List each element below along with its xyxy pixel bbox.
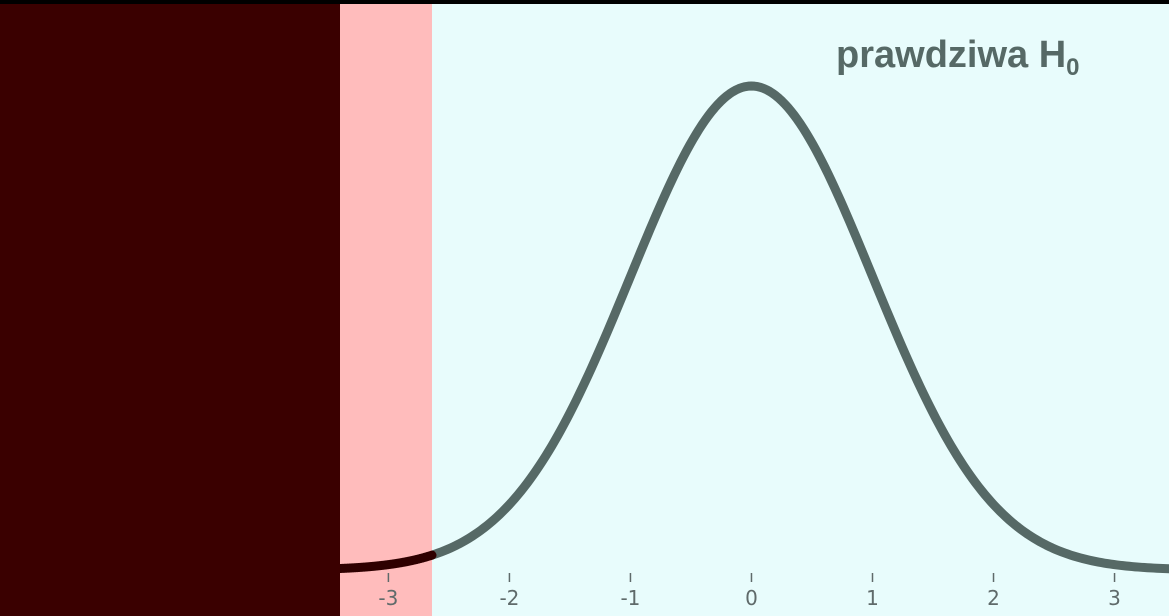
x-tick-label: 1	[866, 586, 879, 610]
x-tick-label: -1	[620, 586, 640, 610]
x-tick-label: 2	[987, 586, 1000, 610]
chart-title: prawdziwa H0	[836, 36, 1080, 80]
chart-title-main: prawdziwa H	[836, 34, 1067, 76]
left-panel	[0, 4, 340, 616]
plot-background	[340, 4, 1169, 616]
x-tick-label: 3	[1108, 586, 1121, 610]
chart-svg: -3 -2 -1 0 1 2 3	[340, 4, 1169, 616]
density-curve-tail	[340, 550, 437, 574]
rejection-region	[340, 4, 432, 616]
density-curve	[427, 81, 1169, 574]
x-tick-label: -3	[378, 586, 398, 610]
x-tick-label: -2	[499, 586, 519, 610]
x-tick-label: 0	[745, 586, 758, 610]
normal-distribution-chart: -3 -2 -1 0 1 2 3	[340, 4, 1169, 616]
chart-title-subscript: 0	[1066, 54, 1080, 81]
